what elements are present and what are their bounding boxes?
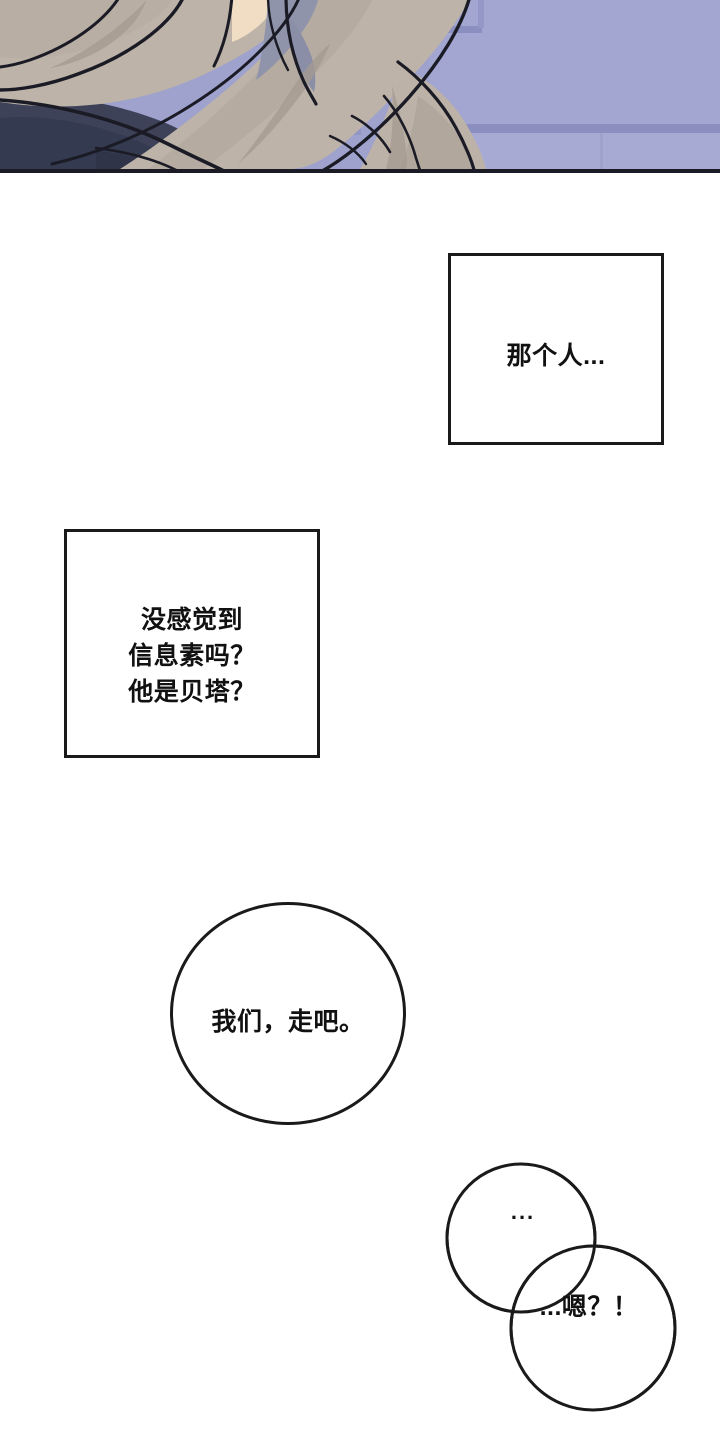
speech-bubble-ellipsis-text: ... — [510, 1199, 536, 1224]
caption-line: 没感觉到 — [140, 605, 243, 634]
caption-line: 他是贝塔？ — [128, 677, 256, 706]
caption-box-pheromone: 没感觉到 信息素吗？ 他是贝塔？ — [64, 529, 320, 758]
bubble-pair-outline — [445, 1162, 677, 1412]
caption-line: 信息素吗？ — [128, 641, 256, 670]
caption-box-that-person: 那个人... — [448, 253, 664, 445]
speech-bubble-lets-go: 我们，走吧。 — [170, 902, 406, 1125]
caption-line: 那个人... — [506, 342, 606, 370]
comic-art-panel — [0, 0, 720, 173]
speech-bubble-text: 我们，走吧。 — [211, 1007, 365, 1036]
speech-bubble-pair: ... ...嗯？！ — [445, 1152, 677, 1414]
caption-text-lines: 没感觉到 信息素吗？ 他是贝塔？ — [128, 602, 256, 710]
caption-text-lines: 那个人... — [507, 339, 606, 373]
speech-bubble-huh-text: ...嗯？！ — [539, 1293, 639, 1321]
